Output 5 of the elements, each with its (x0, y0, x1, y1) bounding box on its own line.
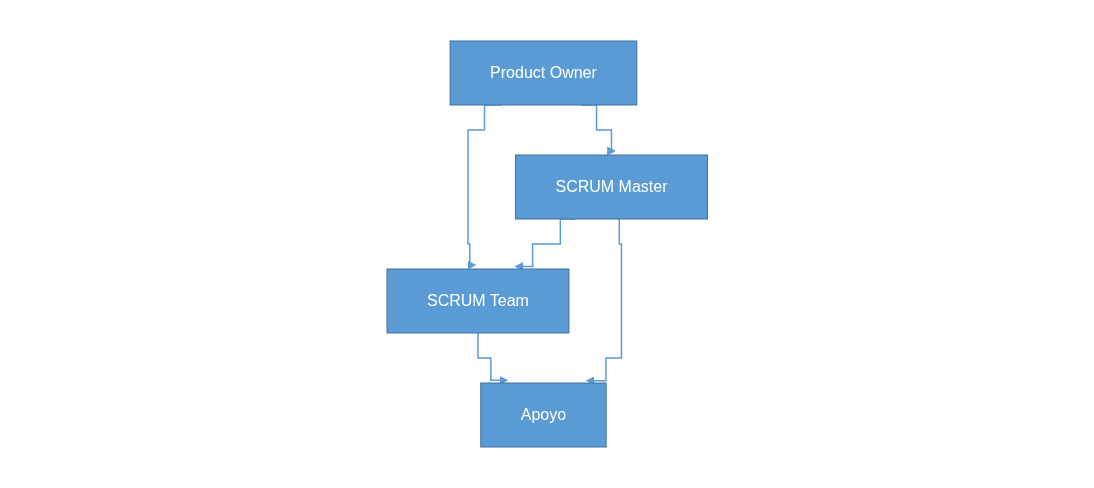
node-box: Apoyo (480, 382, 607, 448)
node-box: SCRUM Master (514, 154, 708, 220)
node-box: SCRUM Team (386, 268, 570, 334)
arrow (477, 332, 508, 385)
node-box: Product Owner (449, 40, 638, 106)
